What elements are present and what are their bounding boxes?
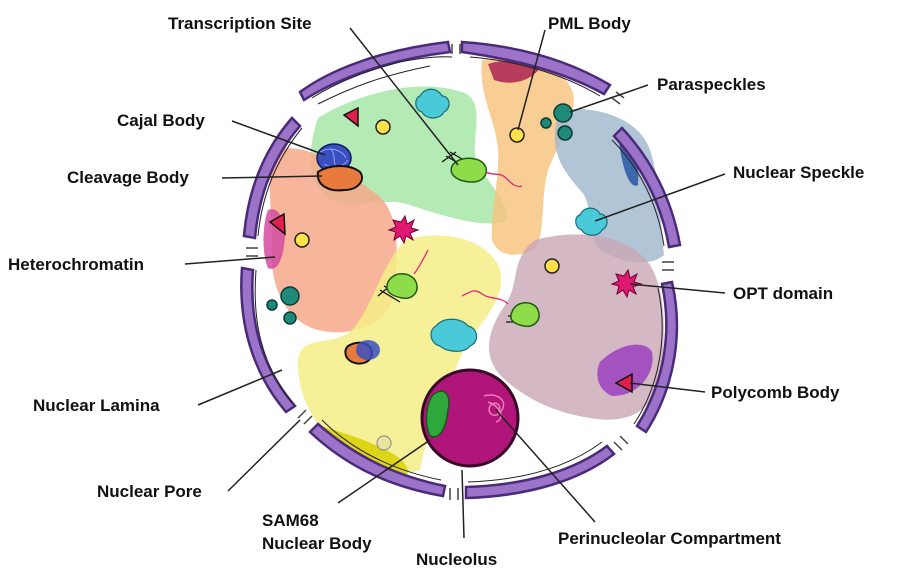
label-nuclear-lamina: Nuclear Lamina: [33, 396, 160, 415]
territory-mauve: [489, 234, 664, 419]
leader-nuclear-pore: [228, 420, 300, 491]
nuclear-pore: [614, 436, 628, 450]
pml-body: [545, 259, 559, 273]
leader-nucleolus: [462, 470, 464, 538]
label-heterochromatin: Heterochromatin: [8, 255, 144, 274]
label-polycomb-body: Polycomb Body: [711, 383, 840, 402]
leader-heterochromatin: [185, 257, 275, 264]
label-nuclear-pore: Nuclear Pore: [97, 482, 202, 501]
sam68-nuclear-body: [377, 436, 391, 450]
label-cleavage-body: Cleavage Body: [67, 168, 189, 187]
label-sam68-line1: SAM68: [262, 511, 319, 530]
nuclear-pore: [298, 410, 312, 424]
label-pml-body: PML Body: [548, 14, 631, 33]
nuclear-pore: [452, 44, 460, 54]
pml-body: [510, 128, 524, 142]
pml-body: [376, 120, 390, 134]
leader-paraspeckles: [570, 85, 648, 112]
nuclear-pore: [450, 488, 458, 500]
nuclear-pore: [246, 248, 258, 256]
cleavage-body: [318, 166, 362, 190]
label-paraspeckles: Paraspeckles: [657, 75, 766, 94]
label-nucleolus: Nucleolus: [416, 550, 497, 569]
label-sam68-line2: Nuclear Body: [262, 534, 372, 553]
label-transcription-site: Transcription Site: [168, 14, 312, 33]
cajal-body-secondary: [356, 340, 380, 360]
label-cajal-body: Cajal Body: [117, 111, 205, 130]
label-perinucleolar-compartment: Perinucleolar Compartment: [558, 529, 781, 548]
nuclear-pore: [662, 262, 674, 270]
label-opt-domain: OPT domain: [733, 284, 833, 303]
label-nuclear-speckle: Nuclear Speckle: [733, 163, 864, 182]
pml-body: [295, 233, 309, 247]
